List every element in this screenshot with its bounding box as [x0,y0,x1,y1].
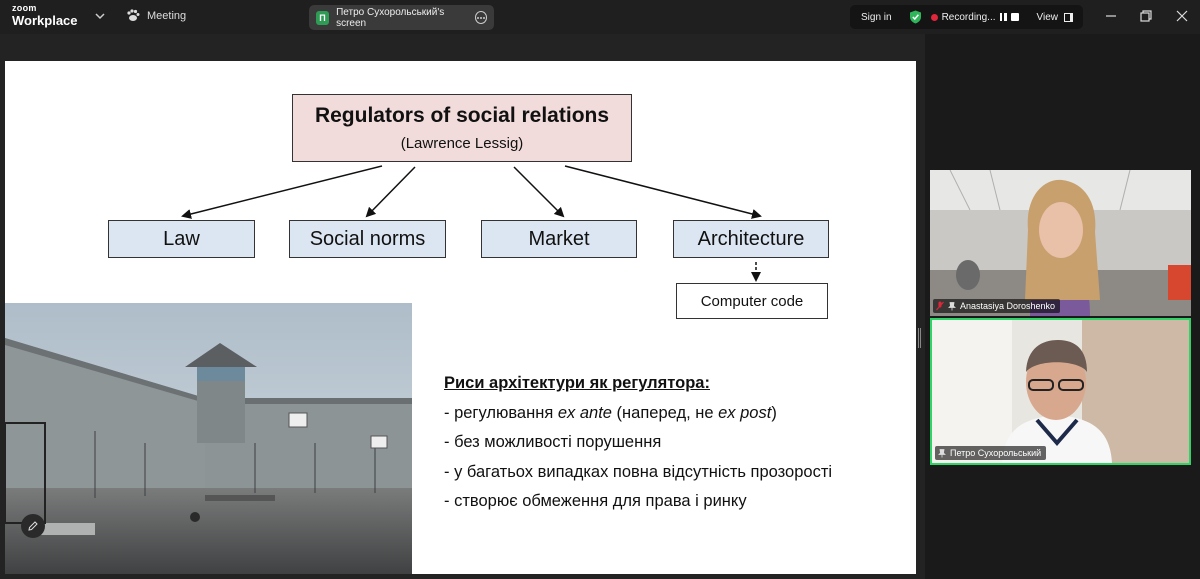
architecture-features: Риси архітектури як регулятора: - регулю… [444,369,832,517]
recording-dot-icon [930,13,938,21]
meeting-label: Meeting [147,9,187,22]
participant-name: Anastasiya Doroshenko [960,301,1056,311]
shield-check-icon[interactable] [909,10,922,24]
prison-yard-photo [5,303,412,574]
feature-item: - регулювання ex ante (наперед, не ex po… [444,403,777,422]
arrow-law [181,165,383,219]
stop-icon[interactable] [1010,13,1019,21]
screen-share-label: Петро Сухорольський's screen [336,6,445,29]
restore-icon[interactable] [1139,9,1153,23]
participant-name: Петро Сухорольський [950,448,1042,458]
screen-share-indicator[interactable]: П Петро Сухорольський's screen [309,5,494,30]
features-heading: Риси архітектури як регулятора: [444,374,710,392]
participant-name-tag: Петро Сухорольський [935,446,1047,460]
feature-item: - створює обмеження для права і ринку [444,492,747,510]
top-bar: zoom Workplace Meeting П Петро Сухорольс… [0,0,1200,34]
diagram-title-box: Regulators of social relations (Lawrence… [292,94,632,162]
feature-item: - без можливості порушення [444,433,662,451]
pin-icon [938,448,946,457]
feature-item: - у багатьох випадках повна відсутність … [444,462,833,481]
recording-indicator[interactable]: Recording... [930,11,996,23]
diagram-arrows [181,165,762,282]
close-icon[interactable] [1175,9,1189,23]
pause-icon[interactable] [999,13,1007,21]
diagram-title: Regulators of social relations [314,104,610,127]
pin-icon [948,301,956,310]
category-social-norms: Social norms [289,220,446,258]
category-law: Law [108,220,255,258]
resize-handle[interactable] [918,328,922,348]
arrow-market [513,166,565,218]
zoom-logo: zoom Workplace [12,3,78,28]
sign-in-button[interactable]: Sign in [861,11,892,23]
diagram-subtitle: (Lawrence Lessig) [400,135,524,152]
category-market: Market [481,220,637,258]
logo-line2: Workplace [12,13,78,28]
annotate-pencil-icon[interactable] [21,514,45,538]
active-speaker-video-tile[interactable]: Петро Сухорольський [930,318,1191,465]
computer-code-box: Computer code [676,283,828,319]
logo-line1: zoom [12,3,37,13]
recording-label: Recording... [941,11,996,23]
meeting-button[interactable]: Meeting [126,9,186,22]
participant-video-tile[interactable]: Anastasiya Doroshenko [930,170,1191,316]
chevron-down-icon[interactable] [93,9,107,23]
view-label: View [1036,11,1059,23]
category-architecture: Architecture [673,220,829,258]
meeting-controls: Sign in Recording... View [850,5,1083,29]
paw-icon [127,9,140,21]
view-button[interactable]: View [1036,11,1073,23]
presenter-badge: П [316,10,330,25]
more-options-icon[interactable] [474,11,487,24]
view-layout-icon [1064,12,1073,22]
presentation-slide: Regulators of social relations (Lawrence… [5,61,916,574]
mic-muted-icon [936,301,944,311]
participant-name-tag: Anastasiya Doroshenko [933,299,1061,313]
arrow-architecture [564,165,762,219]
minimize-icon[interactable] [1104,9,1118,23]
arrow-social-norms [365,166,416,218]
